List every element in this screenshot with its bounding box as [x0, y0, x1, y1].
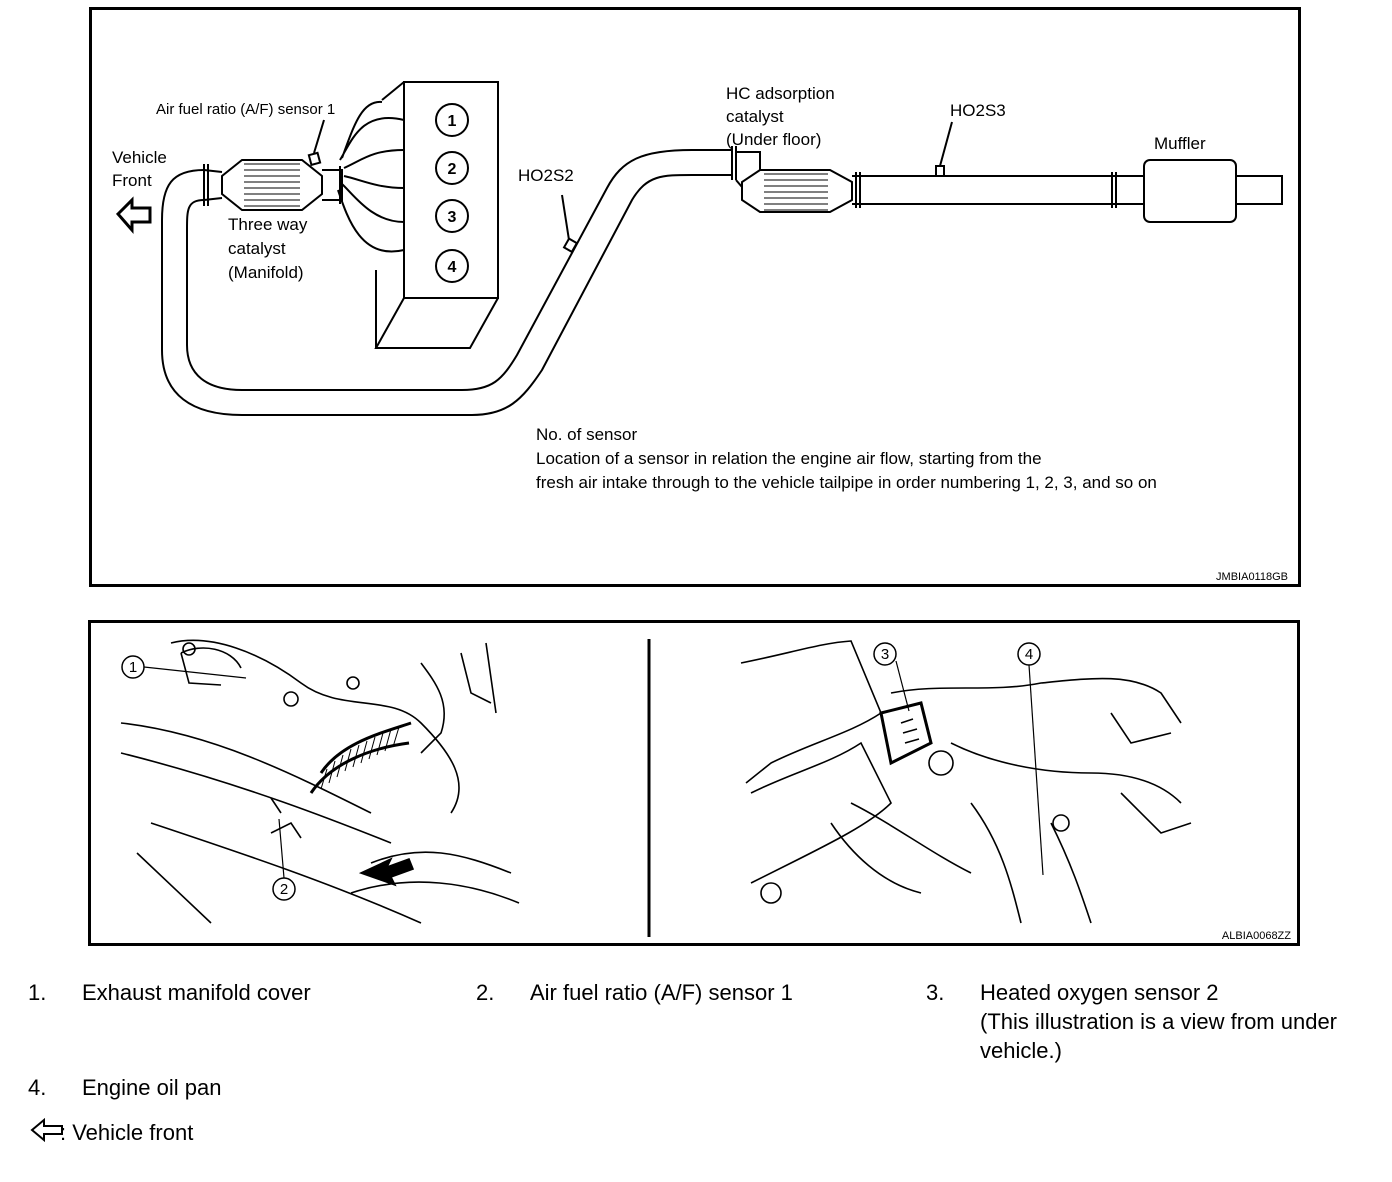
vehicle-front-note-text: : Vehicle front	[60, 1120, 194, 1145]
ho2s3-label: HO2S3	[950, 101, 1006, 120]
cylinder-1-marker	[435, 103, 469, 137]
twc-label-line1: Three way	[228, 215, 308, 234]
exhaust-layout-svg: 1 2 3 4 Air fuel ratio (A/F) sensor 1 Ve…	[112, 81, 1288, 583]
sensor-note-title: No. of sensor	[536, 425, 637, 444]
front-direction-arrow	[358, 857, 415, 887]
callout-4-label: 4	[1025, 646, 1033, 663]
legend-item-4-num: 4.	[28, 1075, 47, 1100]
sensor-location-svg: 1 2 3 4 ALBIA0068ZZ	[120, 639, 1291, 942]
hc-catalyst-label-line1: HC adsorption	[726, 84, 835, 103]
callout-1-leader	[143, 666, 247, 679]
right-underbody-illustration	[740, 640, 1192, 924]
cylinder-2-marker	[435, 151, 469, 185]
vehicle-front-label-line1: Vehicle	[112, 148, 167, 167]
callout-4-leader	[1028, 664, 1044, 876]
af-sensor-1	[307, 151, 322, 167]
ho2s2-sensor	[562, 237, 579, 254]
muffler	[1143, 159, 1237, 223]
front-exhaust-pipe	[161, 169, 732, 416]
ho2s2-label: HO2S2	[518, 166, 574, 185]
bottom-figure-code: ALBIA0068ZZ	[1222, 930, 1291, 942]
hc-catalyst-label-line2: catalyst	[726, 107, 784, 126]
sensor-note-line1: Location of a sensor in relation the eng…	[536, 449, 1042, 468]
callout-2-leader	[278, 818, 285, 879]
vehicle-front-note: : Vehicle front	[30, 1118, 430, 1148]
cylinder-3-label: 3	[448, 209, 457, 226]
callout-3-label: 3	[881, 646, 889, 663]
hc-catalyst-label-line3: (Under floor)	[726, 130, 821, 149]
legend-item-2-text: Air fuel ratio (A/F) sensor 1	[530, 980, 793, 1005]
three-way-catalyst	[221, 159, 323, 211]
callout-1-label: 1	[129, 659, 137, 676]
top-figure-code: JMBIA0118GB	[1216, 571, 1288, 583]
legend-item-1-num: 1.	[28, 980, 47, 1005]
left-engine-illustration	[120, 639, 520, 924]
legend-item-3-text: Heated oxygen sensor 2	[980, 980, 1219, 1005]
cylinder-4-marker	[435, 249, 469, 283]
outline-arrow-icon	[30, 1118, 63, 1142]
ho2s2-bracket	[879, 701, 933, 766]
manifold-runners	[337, 100, 405, 253]
cylinder-1-label: 1	[448, 113, 457, 130]
legend-item-1-text: Exhaust manifold cover	[82, 980, 311, 1005]
callout-3-leader	[895, 660, 910, 712]
callout-3-circle	[873, 642, 897, 666]
legend-item-3-text3: vehicle.)	[980, 1038, 1062, 1063]
legend-item-3-text2: (This illustration is a view from under	[980, 1009, 1338, 1034]
sensor-note-line2: fresh air intake through to the vehicle …	[536, 473, 1157, 492]
callouts	[121, 642, 1041, 901]
twc-label-line3: (Manifold)	[228, 263, 304, 282]
cylinder-4-label: 4	[448, 259, 457, 276]
muffler-label: Muffler	[1154, 134, 1206, 153]
vehicle-front-arrow	[115, 196, 152, 234]
vehicle-front-label-line2: Front	[112, 171, 152, 190]
ho2s3-sensor	[935, 165, 945, 177]
cylinder-2-label: 2	[448, 161, 457, 178]
exhaust-layout-diagram: 1 2 3 4 Air fuel ratio (A/F) sensor 1 Ve…	[89, 7, 1301, 587]
callout-2-label: 2	[280, 881, 288, 898]
twc-label-line2: catalyst	[228, 239, 286, 258]
engine-block-side	[374, 81, 499, 349]
exhaust-flex-pipe	[309, 721, 412, 794]
legend-item-3-num: 3.	[926, 980, 945, 1005]
legend-item-2-num: 2.	[476, 980, 495, 1005]
legend-row-1: 1. Exhaust manifold cover 2. Air fuel ra…	[0, 978, 1392, 1008]
legend-item-4-text: Engine oil pan	[82, 1075, 222, 1100]
cylinder-markers: 1 2 3 4	[435, 103, 469, 283]
hc-adsorption-catalyst	[741, 169, 853, 213]
af-sensor-label: Air fuel ratio (A/F) sensor 1	[156, 101, 335, 118]
sensor-location-photos: 1 2 3 4 ALBIA0068ZZ	[88, 620, 1300, 946]
cylinder-3-marker	[435, 199, 469, 233]
legend-row-2: 4. Engine oil pan	[0, 1073, 600, 1103]
